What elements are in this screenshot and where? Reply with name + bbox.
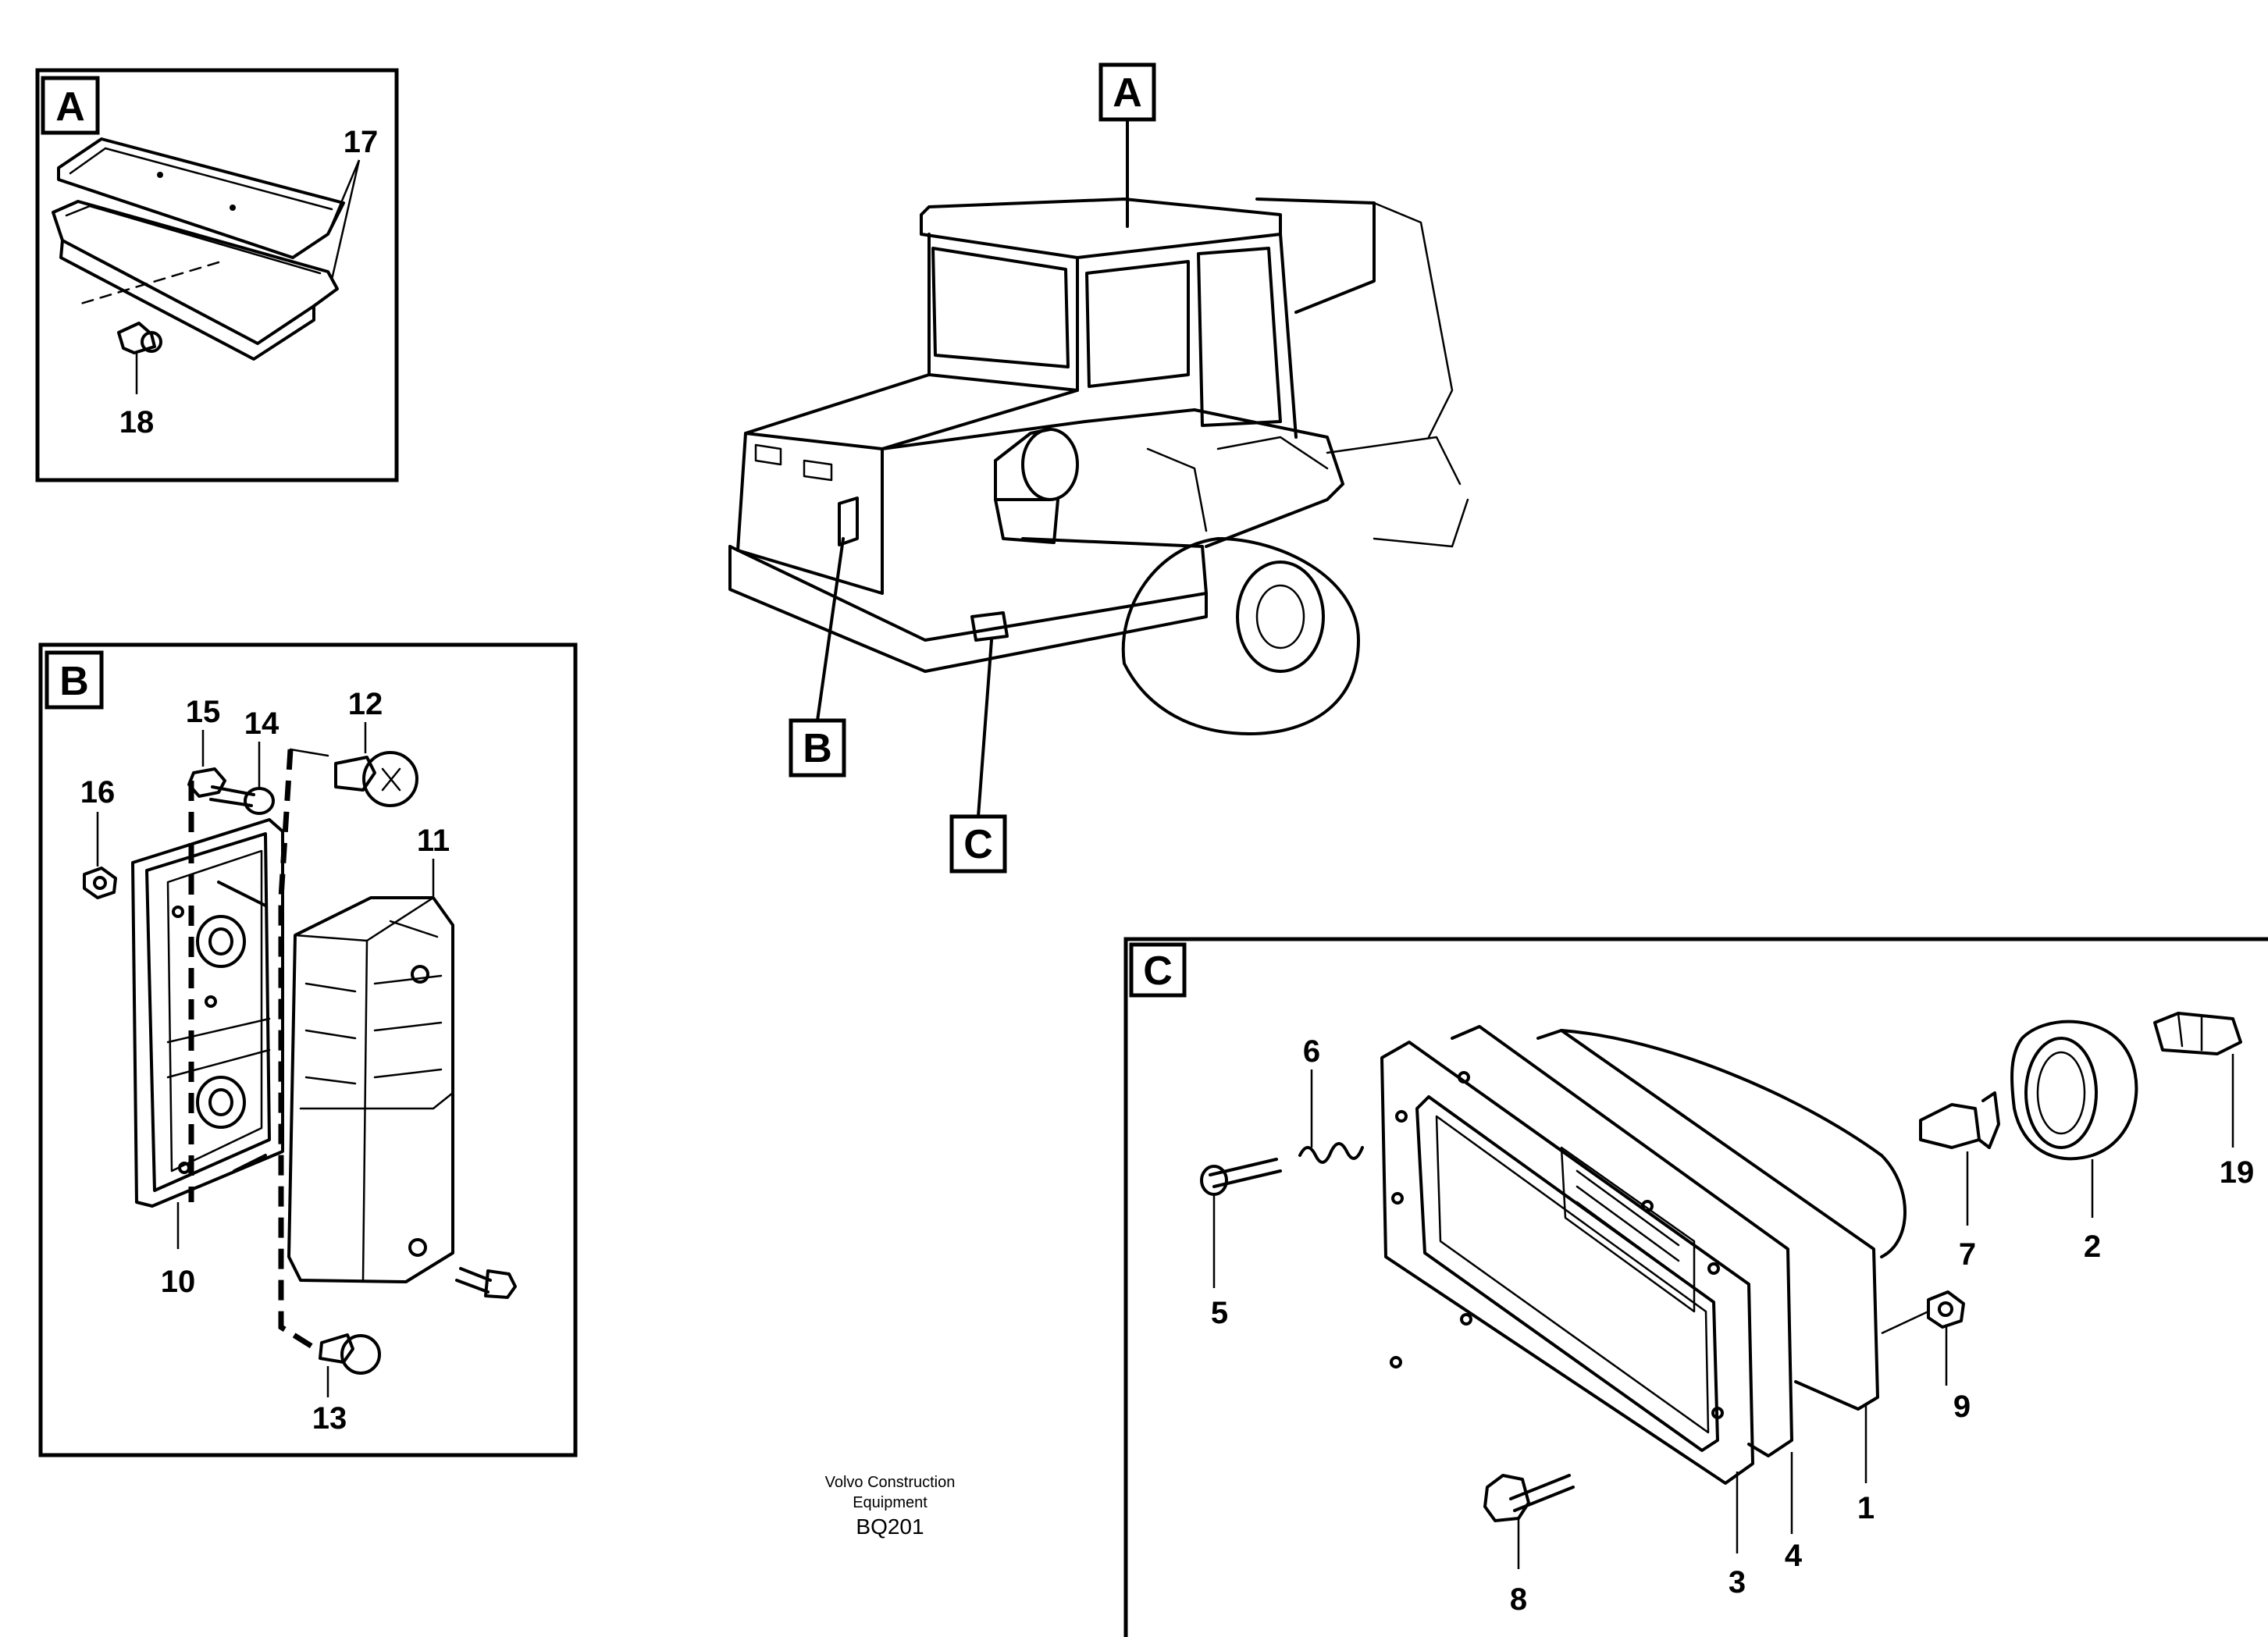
part-14-label: 14 [244,706,279,741]
detail-b-tag: B [59,659,89,704]
publisher-caption: Volvo Construction Equipment BQ201 [825,1474,956,1539]
callout-c: C [963,822,993,867]
part-7-label: 7 [1959,1237,1976,1272]
part-17-label: 17 [344,125,379,159]
part-10-label: 10 [161,1265,196,1299]
detail-c-panel: C [1123,937,2268,1637]
part-15-label: 15 [186,695,221,729]
callout-a: A [1113,70,1142,116]
caption-code: BQ201 [856,1514,924,1539]
detail-a-panel: A 17 18 [35,68,399,482]
callout-b: B [803,726,832,771]
part-6-label: 6 [1303,1034,1320,1069]
part-3-label: 3 [1729,1565,1746,1600]
detail-a-tag: A [55,84,85,130]
part-4-label: 4 [1785,1539,1803,1573]
caption-line-1: Volvo Construction [825,1474,956,1491]
part-13-label: 13 [312,1401,347,1436]
caption-line-2: Equipment [853,1494,927,1511]
part-5-label: 5 [1211,1296,1228,1330]
part-2-label: 2 [2084,1230,2101,1264]
part-8-label: 8 [1510,1582,1527,1617]
part-12-label: 12 [348,687,383,721]
part-1-label: 1 [1857,1491,1875,1525]
detail-b-panel: B [38,642,578,1457]
part-11-label: 11 [417,824,450,858]
truck-overview: A B C [728,62,1469,874]
detail-c-tag: C [1143,948,1173,994]
part-19-label: 19 [2220,1155,2255,1190]
part-9-label: 9 [1953,1390,1971,1424]
part-16-label: 16 [80,775,116,810]
part-18-label: 18 [119,405,155,439]
